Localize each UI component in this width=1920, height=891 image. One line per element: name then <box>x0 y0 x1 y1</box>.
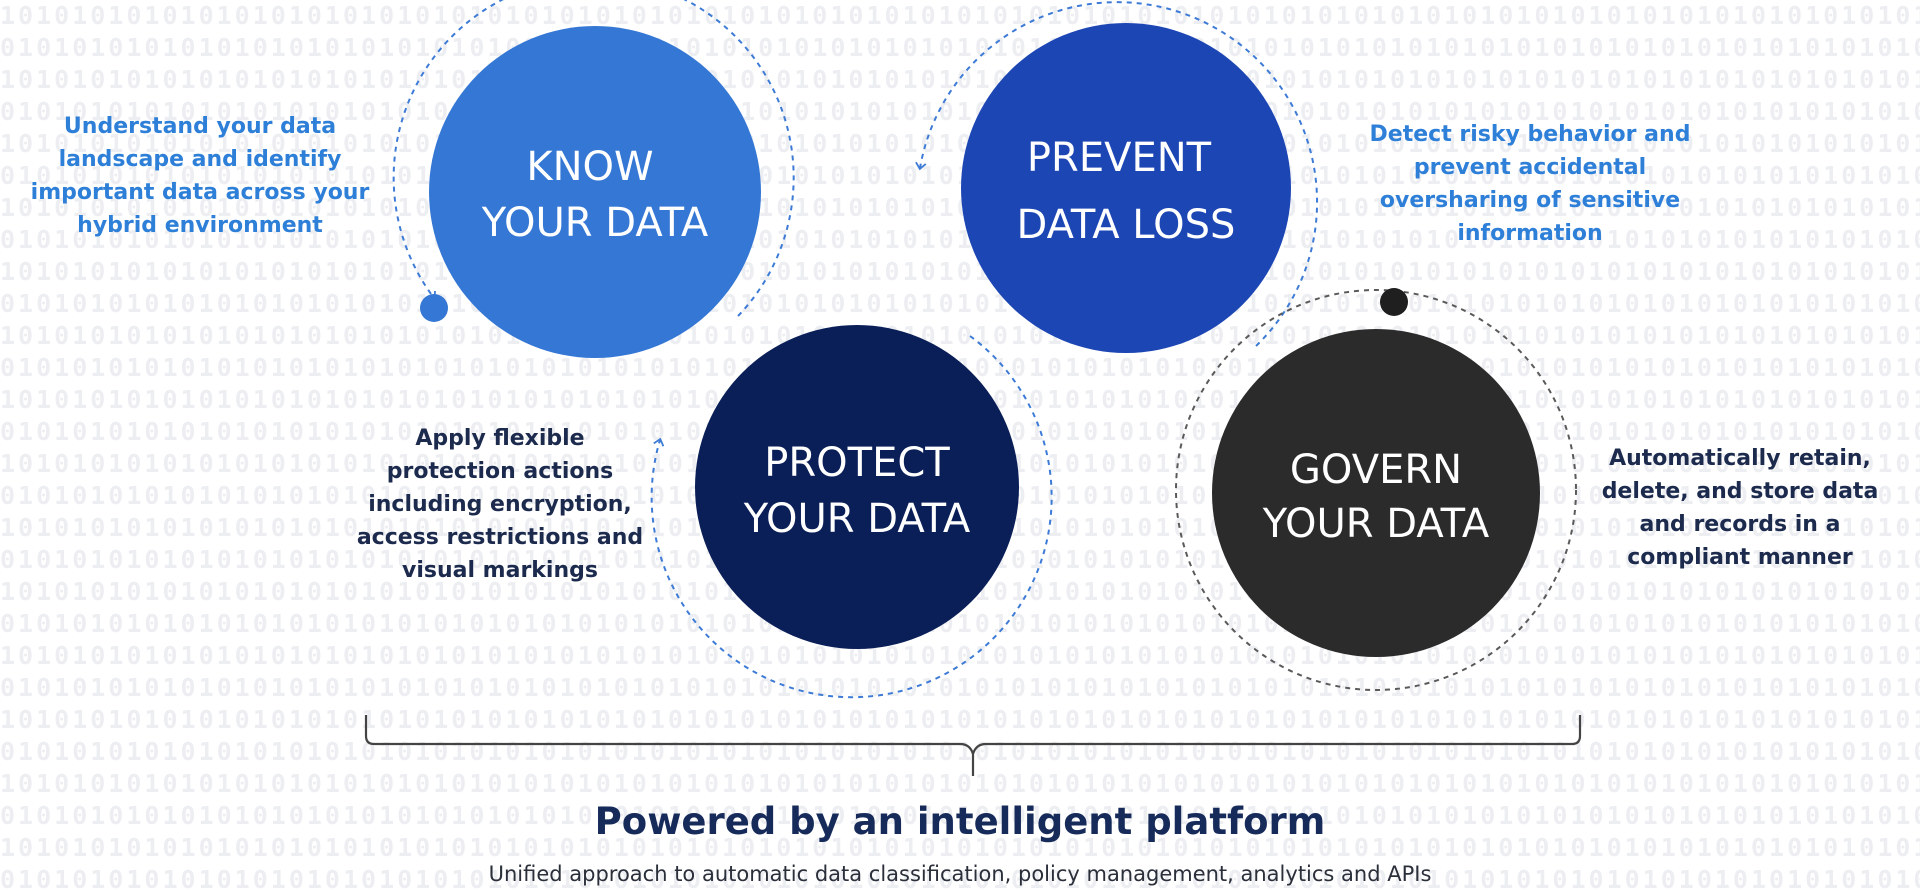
protect-caption-line: including encryption, <box>368 492 632 517</box>
govern-start-dot <box>1380 288 1408 316</box>
know-caption: Understand your data landscape and ident… <box>20 110 380 242</box>
protect-label-line2: YOUR DATA <box>743 496 971 542</box>
know-caption-line: important data across your <box>30 180 370 205</box>
protect-your-data-circle <box>695 325 1019 649</box>
prevent-caption-line: information <box>1457 221 1603 246</box>
know-label-line1: KNOW <box>526 144 653 190</box>
govern-caption-line: compliant manner <box>1627 545 1853 570</box>
govern-caption-line: and records in a <box>1639 512 1841 537</box>
protect-caption-line: Apply flexible <box>415 426 585 451</box>
know-start-dot <box>420 294 448 322</box>
prevent-data-loss-circle <box>961 23 1291 353</box>
prevent-caption: Detect risky behavior and prevent accide… <box>1340 118 1720 250</box>
platform-bracket <box>364 715 1582 776</box>
govern-label-line2: YOUR DATA <box>1262 501 1490 547</box>
prevent-label-line1: PREVENT <box>1027 135 1212 181</box>
know-caption-line: Understand your data <box>63 114 337 139</box>
govern-label-line1: GOVERN <box>1290 447 1462 493</box>
govern-caption-line: Automatically retain, <box>1609 446 1871 471</box>
prevent-label-line2: DATA LOSS <box>1017 202 1236 248</box>
protect-caption-line: visual markings <box>402 558 598 583</box>
govern-your-data-circle <box>1212 329 1540 657</box>
prevent-caption-line: Detect risky behavior and <box>1369 122 1691 147</box>
protect-caption-line: protection actions <box>386 459 614 484</box>
know-caption-line: hybrid environment <box>77 213 323 238</box>
protect-label-line1: PROTECT <box>764 440 950 486</box>
prevent-caption-line: prevent accidental <box>1413 155 1647 180</box>
govern-orbit-ring <box>1175 289 1577 691</box>
platform-subtitle: Unified approach to automatic data class… <box>488 862 1432 886</box>
know-label-line2: YOUR DATA <box>481 200 709 246</box>
protect-caption: Apply flexible protection actions includ… <box>340 422 660 587</box>
platform-title: Powered by an intelligent platform <box>594 800 1326 843</box>
know-caption-line: landscape and identify <box>58 147 342 172</box>
know-your-data-circle <box>429 26 761 358</box>
protect-caption-line: access restrictions and <box>356 525 644 550</box>
govern-caption-line: delete, and store data <box>1601 479 1879 504</box>
govern-caption: Automatically retain, delete, and store … <box>1590 442 1890 574</box>
prevent-caption-line: oversharing of sensitive <box>1379 188 1681 213</box>
know-orbit-ring <box>392 0 795 317</box>
